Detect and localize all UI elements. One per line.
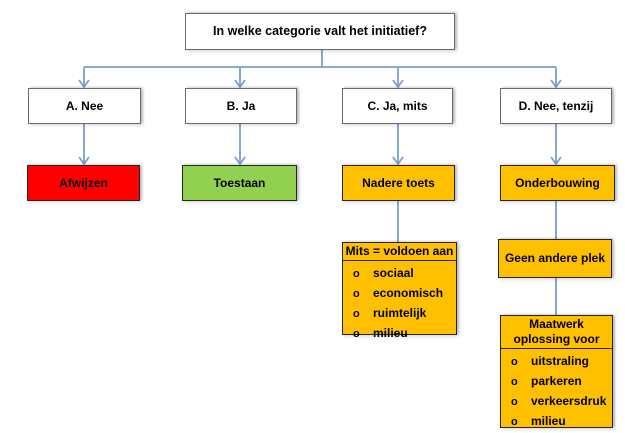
- bullet-icon: o: [353, 328, 360, 340]
- arrow-b-to-outcome: [234, 124, 246, 166]
- list-item-label: uitstraling: [531, 354, 590, 368]
- geen-andere-plek-box: Geen andere plek: [498, 239, 612, 278]
- bullet-icon: o: [511, 416, 518, 428]
- list-item: o uitstraling: [511, 352, 608, 372]
- list-item-label: milieu: [373, 326, 408, 340]
- list-item: o economisch: [353, 284, 452, 304]
- list-item-label: sociaal: [373, 266, 414, 280]
- bullet-icon: o: [511, 376, 518, 388]
- outcome-box-afwijzen: Afwijzen: [27, 165, 140, 201]
- bullet-icon: o: [353, 268, 360, 280]
- outcome-label-afwijzen: Afwijzen: [59, 175, 108, 190]
- list-item: o milieu: [353, 324, 452, 344]
- outcome-label-toestaan: Toestaan: [213, 175, 266, 190]
- category-label-c: C. Ja, mits: [367, 98, 428, 113]
- arrow-c-to-outcome: [392, 124, 404, 166]
- arrow-d-to-outcome: [550, 124, 562, 166]
- outcome-label-nadere-toets: Nadere toets: [362, 175, 435, 190]
- category-box-d: D. Nee, tenzij: [500, 88, 612, 124]
- category-box-b: B. Ja: [185, 88, 297, 124]
- category-box-a: A. Nee: [28, 88, 141, 124]
- list-item-label: economisch: [373, 286, 444, 300]
- mits-conditions-box: Mits = voldoen aan o sociaal o economisc…: [342, 242, 457, 340]
- list-item-label: parkeren: [531, 374, 582, 388]
- maatwerk-title: Maatwerk oplossing voor: [501, 316, 612, 349]
- category-box-c: C. Ja, mits: [342, 88, 453, 124]
- list-item: o verkeersdruk: [511, 392, 608, 412]
- list-item-label: verkeersdruk: [531, 394, 607, 408]
- list-item: o sociaal: [353, 264, 452, 284]
- arrow-to-category-c: [392, 67, 404, 89]
- outcome-label-onderbouwing: Onderbouwing: [515, 175, 600, 190]
- list-item: o ruimtelijk: [353, 304, 452, 324]
- geen-andere-plek-label: Geen andere plek: [504, 251, 606, 265]
- maatwerk-title-line1: Maatwerk: [529, 317, 584, 331]
- category-label-b: B. Ja: [226, 98, 256, 113]
- maatwerk-list: o uitstraling o parkeren o verkeersdruk …: [501, 349, 612, 433]
- category-label-d: D. Nee, tenzij: [518, 98, 594, 113]
- list-item: o milieu: [511, 412, 608, 432]
- bullet-icon: o: [353, 308, 360, 320]
- outcome-box-onderbouwing: Onderbouwing: [500, 165, 615, 201]
- outcome-box-nadere-toets: Nadere toets: [342, 165, 455, 201]
- maatwerk-box: Maatwerk oplossing voor o uitstraling o …: [500, 315, 613, 428]
- bullet-icon: o: [511, 356, 518, 368]
- arrow-a-to-outcome: [78, 124, 90, 166]
- bullet-icon: o: [511, 396, 518, 408]
- arrow-to-category-b: [234, 67, 246, 89]
- list-item: o parkeren: [511, 372, 608, 392]
- outcome-box-toestaan: Toestaan: [182, 165, 297, 201]
- list-item-label: milieu: [531, 414, 566, 428]
- maatwerk-title-line2: oplossing voor: [513, 332, 600, 346]
- arrow-to-category-a: [78, 67, 90, 89]
- bullet-icon: o: [353, 288, 360, 300]
- mits-conditions-title: Mits = voldoen aan: [343, 243, 456, 261]
- category-label-a: A. Nee: [65, 98, 104, 113]
- question-box: In welke categorie valt het initiatief?: [185, 13, 455, 50]
- mits-conditions-list: o sociaal o economisch o ruimtelijk o mi…: [343, 261, 456, 346]
- question-label: In welke categorie valt het initiatief?: [213, 23, 427, 38]
- arrow-to-category-d: [550, 67, 562, 89]
- list-item-label: ruimtelijk: [373, 306, 427, 320]
